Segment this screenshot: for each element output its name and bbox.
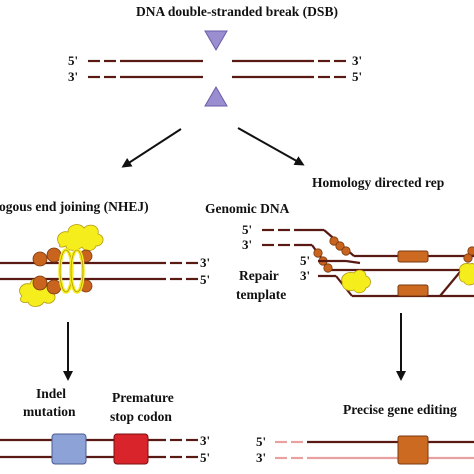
yellow-protein [341, 269, 371, 294]
hdr-genomic-5-label: 5' [242, 222, 252, 237]
nhej-strand-5-label: 5' [200, 272, 210, 287]
dna-strand-segment [439, 271, 461, 297]
dsb-top-dna: 5' 3' 3' 5' [68, 53, 362, 84]
template-label: template [236, 287, 286, 302]
top-strand-3-right-label: 3' [352, 53, 362, 68]
top-strand-5-right-label: 5' [352, 69, 362, 84]
nhej-repair-complex [19, 224, 104, 307]
orange-protein [463, 253, 473, 263]
nhej-out-3-label: 3' [200, 433, 210, 448]
hdr-outcome-dna: 5' 3' [256, 434, 474, 465]
arrow-to-hdr [237, 127, 305, 166]
precise-edit-box [397, 435, 429, 465]
hdr-edit-box-template [397, 284, 429, 297]
orange-protein [467, 246, 474, 256]
orange-protein [313, 248, 323, 258]
yellow-ring-protein [70, 249, 84, 293]
hdr-genomic-3-label: 3' [242, 237, 252, 252]
hdr-title: Homology directed rep [312, 175, 444, 190]
indel-label-1: Indel [36, 386, 66, 401]
orange-protein [46, 279, 62, 295]
genomic-dna-label: Genomic DNA [205, 201, 290, 216]
orange-protein [32, 275, 48, 291]
nhej-out-5-label: 5' [200, 450, 210, 465]
stop-codon-box [113, 433, 149, 465]
premature-label-2: stop codon [110, 409, 172, 424]
precise-editing-label: Precise gene editing [343, 402, 457, 417]
orange-protein [341, 246, 351, 256]
hdr-template-3-label: 3' [300, 268, 310, 283]
dna-strand-segment [345, 259, 361, 265]
nhej-outcome-dna: 3' 5' [0, 433, 210, 465]
yellow-protein [57, 224, 104, 252]
arrow-to-nhej [121, 128, 182, 168]
nhej-strand-3-label: 3' [200, 255, 210, 270]
cut-wedge-lower [204, 86, 228, 107]
diagram-title: DNA double-stranded break (DSB) [136, 4, 338, 19]
hdr-out-5-label: 5' [256, 434, 266, 449]
nhej-title: ogous end joining (NHEJ) [0, 199, 149, 214]
orange-protein [46, 247, 62, 263]
top-strand-3-label: 3' [68, 69, 78, 84]
hdr-repair-template: 5' 3' [300, 246, 474, 298]
hdr-genomic-dna: 5' 3' [242, 222, 474, 273]
hdr-template-5-label: 5' [300, 253, 310, 268]
orange-protein [335, 241, 345, 251]
indel-box [51, 433, 87, 465]
orange-protein [32, 251, 48, 267]
top-strand-5-label: 5' [68, 53, 78, 68]
orange-protein [323, 263, 333, 273]
hdr-out-3-label: 3' [256, 450, 266, 465]
cut-wedge-upper [204, 30, 228, 51]
premature-label-1: Premature [112, 390, 174, 405]
orange-protein [329, 236, 339, 246]
repair-label: Repair [239, 268, 279, 283]
indel-label-2: mutation [23, 404, 76, 419]
yellow-protein [458, 263, 474, 286]
hdr-edit-box-genomic [397, 250, 429, 263]
